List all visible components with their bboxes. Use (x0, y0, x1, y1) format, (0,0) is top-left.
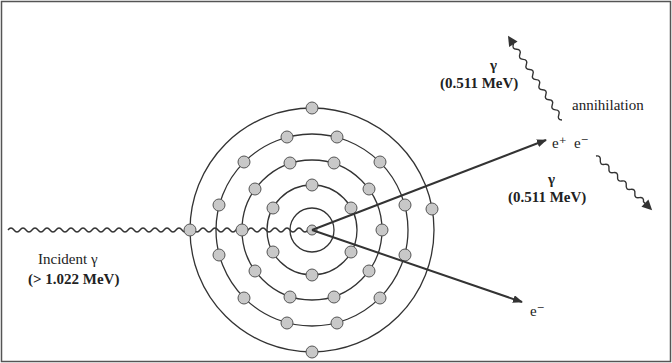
particle-label: e⁺ (552, 134, 567, 152)
electron (306, 269, 318, 281)
electron (374, 292, 386, 304)
electron (306, 346, 318, 358)
electrons (184, 102, 438, 358)
energy-label: (0.511 MeV) (440, 74, 518, 92)
electron (306, 179, 318, 191)
incident-photon-wave (8, 228, 308, 232)
electron (267, 202, 279, 214)
electron (328, 157, 340, 169)
electron (284, 291, 296, 303)
particle-label: e⁻ (530, 302, 545, 320)
electron (331, 131, 343, 143)
electron (426, 203, 438, 215)
electron (374, 156, 386, 168)
energy-label: (> 1.022 MeV) (28, 270, 119, 288)
electron (249, 183, 261, 195)
electron (284, 157, 296, 169)
electron (213, 249, 225, 261)
photon-wave (595, 155, 647, 206)
photon-symbol: γ (548, 170, 555, 188)
electron (363, 183, 375, 195)
electron (328, 291, 340, 303)
electron (238, 156, 250, 168)
electron (249, 265, 261, 277)
photon-wave (511, 42, 564, 121)
energy-label: (0.511 MeV) (508, 188, 586, 206)
electron (238, 292, 250, 304)
electron (281, 317, 293, 329)
photon-label: Incident γ (38, 250, 98, 268)
electron (184, 224, 196, 236)
electron (331, 317, 343, 329)
electron (345, 246, 357, 258)
electron (267, 246, 279, 258)
annihilation-photon-down (593, 152, 656, 213)
electron (345, 202, 357, 214)
photon-symbol: γ (490, 56, 497, 74)
electron (306, 102, 318, 114)
electron (399, 249, 411, 261)
positron-track (312, 140, 546, 230)
electron (376, 224, 388, 236)
particle-label: e⁻ (574, 134, 589, 152)
process-label: annihilation (572, 96, 644, 114)
arrow-head (504, 33, 518, 47)
electron-track (312, 230, 522, 302)
arrow-head (641, 200, 655, 214)
electron (213, 199, 225, 211)
electron (236, 224, 248, 236)
electron (363, 265, 375, 277)
electron (281, 131, 293, 143)
electron (399, 199, 411, 211)
